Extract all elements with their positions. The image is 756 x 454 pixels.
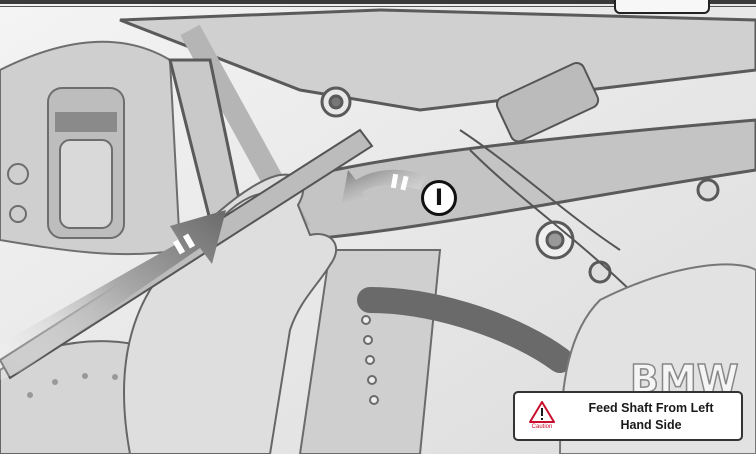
- caution-badge-label: Caution: [523, 424, 561, 430]
- engine-block: [0, 42, 180, 254]
- caution-box: Caution Feed Shaft From Left Hand Side: [513, 391, 743, 441]
- warning-triangle-icon: [529, 401, 555, 423]
- caution-message: Feed Shaft From Left Hand Side: [565, 400, 737, 434]
- step-callout-marker: I: [421, 180, 457, 216]
- caution-message-line2: Hand Side: [565, 417, 737, 434]
- caution-message-line1: Feed Shaft From Left: [565, 400, 737, 417]
- page-tab: [614, 0, 710, 14]
